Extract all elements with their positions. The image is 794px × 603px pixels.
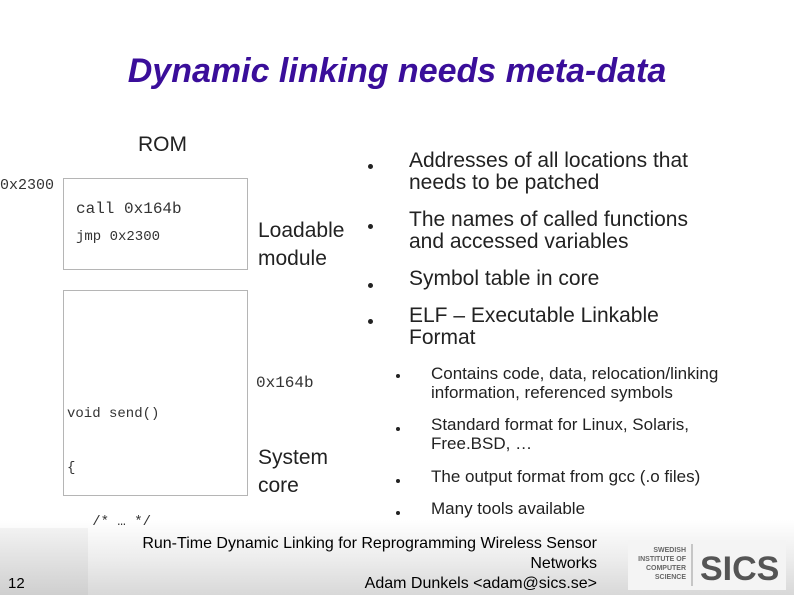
bullet-3-line1: Symbol table in core: [409, 267, 600, 290]
sub-bullet-4: Many tools available: [431, 499, 585, 518]
sub-bullet-2: Standard format for Linux, Solaris, Free…: [431, 415, 689, 453]
bullet-3: Symbol table in core: [409, 268, 599, 290]
sub-bullet-4-line1: Many tools available: [431, 499, 586, 518]
logo-line-3: COMPUTER: [646, 565, 686, 572]
bullet-1: Addresses of all locations that needs to…: [409, 150, 688, 194]
sub-bullet-dot-4: [396, 511, 400, 515]
address-0x2300: 0x2300: [0, 177, 55, 194]
footer-line3: Adam Dunkels <adam@sics.se>: [364, 575, 597, 592]
footer-left-strip: [0, 528, 88, 595]
rom-label: ROM: [138, 133, 187, 156]
bullet-dot-3: [368, 283, 373, 288]
logo-mark: SICS: [700, 550, 779, 588]
loadable-module-line2: module: [258, 247, 327, 270]
loadable-module-label: Loadable module: [258, 217, 344, 273]
slide-title: Dynamic linking needs meta-data: [127, 52, 667, 90]
sub-bullet-dot-1: [396, 374, 400, 378]
code-jmp: jmp 0x2300: [76, 229, 161, 245]
logo-line-2: INSTITUTE OF: [638, 556, 687, 563]
footer-line1: Run-Time Dynamic Linking for Reprogrammi…: [142, 535, 597, 552]
code-call: call 0x164b: [76, 200, 182, 218]
loadable-module-box: [63, 178, 248, 270]
sub-bullet-dot-2: [396, 427, 400, 431]
sub-bullet-3: The output format from gcc (.o files): [431, 467, 700, 486]
footer-line2: Networks: [530, 555, 597, 572]
bullet-2: The names of called functions and access…: [409, 209, 688, 253]
bullet-2-line2: and accessed variables: [409, 230, 629, 253]
sub-bullet-1: Contains code, data, relocation/linking …: [431, 364, 718, 402]
loadable-module-line1: Loadable: [258, 219, 345, 242]
bullet-4-line1: ELF – Executable Linkable: [409, 304, 659, 327]
system-core-label: System core: [258, 444, 328, 500]
bullet-1-line1: Addresses of all locations that: [409, 149, 688, 172]
sub-bullet-2-line2: Free.BSD, …: [431, 434, 533, 453]
system-core-line2: core: [258, 474, 299, 497]
bullet-4-line2: Format: [409, 326, 476, 349]
address-0x164b: 0x164b: [256, 374, 314, 392]
sub-bullet-dot-3: [396, 479, 400, 483]
page-number: 12: [8, 575, 25, 592]
bullet-dot-1: [368, 164, 373, 169]
logo-line-4: SCIENCE: [655, 574, 686, 581]
sub-bullet-2-line1: Standard format for Linux, Solaris,: [431, 415, 689, 434]
sub-bullet-1-line2: information, referenced symbols: [431, 383, 673, 402]
logo-line-1: SWEDISH: [653, 547, 686, 554]
bullet-1-line2: needs to be patched: [409, 171, 600, 194]
code-line-3: /* … */: [67, 514, 152, 530]
code-line-2: {: [67, 460, 76, 476]
sics-logo-graphic: SWEDISH INSTITUTE OF COMPUTER SCIENCE SI…: [628, 540, 786, 590]
system-core-line1: System: [258, 446, 329, 469]
bullet-2-line1: The names of called functions: [409, 208, 688, 231]
bullet-4: ELF – Executable Linkable Format: [409, 305, 659, 349]
footer-text: Run-Time Dynamic Linking for Reprogrammi…: [80, 534, 597, 594]
sub-bullet-3-line1: The output format from gcc (.o files): [431, 467, 701, 486]
system-core-box: [63, 290, 248, 496]
bullet-dot-2: [368, 224, 373, 229]
bullet-dot-4: [368, 319, 373, 324]
sics-logo: SWEDISH INSTITUTE OF COMPUTER SCIENCE SI…: [628, 540, 786, 590]
code-line-1: void send(): [67, 406, 160, 422]
sub-bullet-1-line1: Contains code, data, relocation/linking: [431, 364, 719, 383]
